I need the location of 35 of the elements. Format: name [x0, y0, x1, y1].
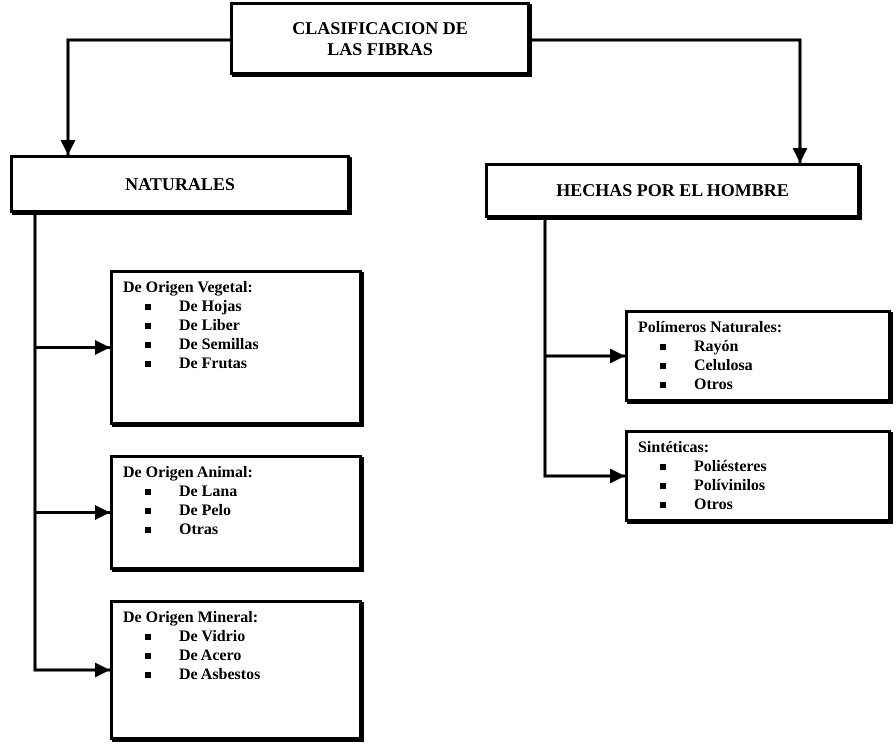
- list-item: De Asbestos: [145, 665, 260, 684]
- list-item: Otras: [145, 520, 218, 539]
- arrow: [530, 38, 808, 163]
- subcategory-box: [110, 600, 362, 740]
- box-heading: De Origen Vegetal:: [123, 278, 253, 297]
- arrow: [60, 38, 230, 155]
- box-heading: Sintéticas:: [638, 438, 710, 457]
- box-title: NATURALES: [125, 174, 235, 194]
- subcategory-box: [110, 270, 362, 425]
- list-item: Otros: [660, 495, 733, 514]
- list-item: Poliésteres: [660, 457, 767, 476]
- list-item: De Vidrio: [145, 627, 246, 646]
- box-title: CLASIFICACION DE LAS FIBRAS: [291, 18, 469, 60]
- category-box: [230, 2, 530, 75]
- category-box: [10, 155, 350, 213]
- box-heading: De Origen Mineral:: [123, 608, 258, 627]
- subcategory-box: [110, 455, 362, 570]
- list-item: De Acero: [145, 646, 242, 665]
- list-item: Celulosa: [660, 356, 753, 375]
- list-item: Otros: [660, 375, 733, 394]
- subcategory-box: [625, 310, 891, 402]
- box-title: HECHAS POR EL HOMBRE: [556, 180, 789, 201]
- subcategory-box: [625, 430, 891, 522]
- box-heading: De Origen Animal:: [123, 463, 253, 482]
- list-item: De Pelo: [145, 501, 231, 520]
- list-item: De Frutas: [145, 354, 247, 373]
- box-heading: Polímeros Naturales:: [638, 318, 782, 337]
- arrow: [544, 218, 625, 484]
- list-item: De Hojas: [145, 297, 242, 316]
- list-item: De Lana: [145, 482, 238, 501]
- list-item: Rayón: [660, 337, 738, 356]
- category-box: [485, 163, 860, 218]
- list-item: Polívinilos: [660, 476, 766, 495]
- list-item: De Semillas: [145, 335, 259, 354]
- list-item: De Liber: [145, 316, 240, 335]
